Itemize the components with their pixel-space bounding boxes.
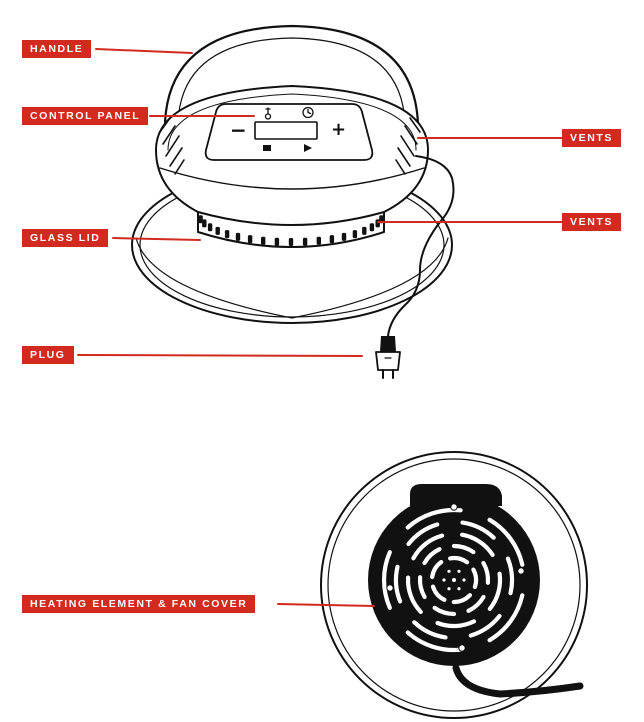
control-panel: [204, 103, 374, 161]
vent-hole: [235, 232, 241, 241]
vent-hole: [207, 223, 213, 232]
label-vents-lower: VENTS: [562, 213, 622, 231]
vent-hole: [274, 237, 280, 246]
vent-hole: [198, 215, 203, 224]
fan-slot: [405, 575, 423, 614]
thermometer-icon: [264, 107, 272, 120]
fan-slot: [430, 560, 444, 580]
fan-slot: [405, 630, 463, 653]
leader-glass-lid: [112, 237, 201, 241]
vent-hole: [261, 236, 266, 245]
center-hole: [457, 569, 461, 573]
vent-hole: [362, 226, 367, 235]
leader-lines: [77, 48, 563, 607]
center-hole: [452, 578, 456, 582]
plug: [375, 336, 401, 379]
side-vents-right: [395, 117, 421, 175]
minus-button-glyph: −: [230, 118, 247, 142]
fan-slot: [448, 555, 470, 565]
screw-icon: [386, 584, 394, 592]
plus-button-glyph: +: [331, 119, 347, 140]
vent-hole: [316, 236, 321, 245]
center-hole: [462, 578, 466, 582]
vent-hole: [341, 232, 347, 241]
fan-slot: [382, 550, 392, 610]
label-heating-element: HEATING ELEMENT & FAN COVER: [22, 595, 256, 613]
air-fryer-lid-assembly: [131, 24, 455, 379]
screw-icon: [517, 567, 525, 575]
fan-slot: [466, 594, 486, 613]
leader-plug: [77, 354, 363, 357]
clock-icon: [302, 106, 314, 119]
label-glass-lid: GLASS LID: [22, 229, 109, 247]
fan-slot: [393, 564, 403, 604]
fan-slot: [432, 605, 457, 617]
fan-slot: [487, 593, 525, 643]
screw-icon: [458, 644, 466, 652]
fan-slot: [435, 619, 477, 629]
handle: [163, 24, 420, 126]
fan-slot: [460, 532, 495, 557]
vent-hole: [288, 238, 294, 246]
vent-hole: [369, 223, 375, 232]
fan-cover-screws: [386, 503, 525, 652]
fan-slot: [411, 533, 445, 561]
fan-slot: [430, 584, 447, 602]
vent-hole: [247, 235, 253, 244]
center-hole: [457, 587, 461, 591]
fan-slot: [412, 620, 448, 640]
label-plug: PLUG: [22, 346, 74, 364]
vent-hole: [352, 230, 358, 239]
play-icon: [304, 144, 312, 152]
stop-icon: [263, 145, 271, 151]
center-hole: [442, 578, 446, 582]
display-screen: [254, 121, 318, 140]
fan-slot: [468, 613, 502, 638]
vent-hole: [302, 237, 308, 246]
fan-slot: [487, 517, 525, 567]
fan-slot: [481, 560, 491, 585]
center-hole: [447, 569, 451, 573]
vent-hole: [202, 219, 207, 228]
leader-heating-element: [277, 603, 375, 607]
vent-hole: [329, 235, 335, 244]
side-vents-left: [159, 117, 185, 175]
underside-cord: [452, 664, 584, 698]
fan-slot: [417, 575, 427, 600]
glass-lid-rim-bottom-view: [320, 451, 588, 719]
center-hole: [447, 587, 451, 591]
leader-handle: [95, 48, 193, 54]
fan-slot: [451, 543, 476, 555]
power-cord: [387, 155, 455, 337]
label-vents-upper: VENTS: [562, 129, 622, 147]
screw-icon: [450, 503, 458, 511]
fan-slot: [505, 556, 515, 596]
vent-hole: [224, 230, 230, 239]
fan-slot: [422, 547, 442, 566]
label-handle: HANDLE: [22, 40, 92, 58]
label-control-panel: CONTROL PANEL: [22, 107, 149, 125]
vent-hole: [215, 226, 220, 235]
fan-slot: [460, 520, 496, 540]
fan-slot: [487, 571, 503, 611]
fan-slot: [471, 567, 479, 590]
fan-slot: [451, 593, 472, 605]
fan-cover-slots: [382, 507, 525, 653]
underside-view: [320, 451, 588, 719]
fan-slot: [406, 522, 440, 547]
